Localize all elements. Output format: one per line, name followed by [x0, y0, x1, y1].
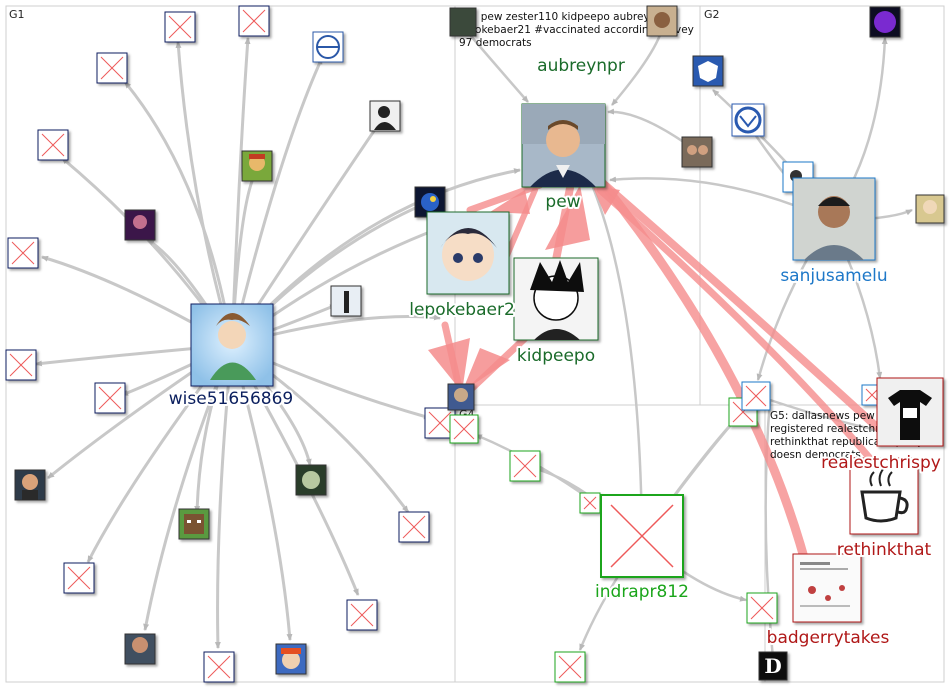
missing-image-node[interactable] — [509, 450, 541, 482]
missing-image-node[interactable] — [164, 11, 196, 43]
edges-other — [469, 34, 913, 659]
red-x-placeholder-icon — [242, 9, 266, 33]
red-x-placeholder-icon — [98, 386, 122, 410]
avatar-node-g3-small[interactable] — [447, 383, 475, 411]
red-x-placeholder-icon — [350, 603, 374, 627]
missing-image-node[interactable] — [238, 5, 270, 37]
red-x-placeholder-icon — [745, 385, 767, 407]
red-x-placeholder-icon — [168, 15, 192, 39]
group-desc-g5-line1: G5: dallasnews pew texas — [770, 410, 907, 422]
node-realestchrispy[interactable] — [876, 377, 944, 447]
coffee-cup-icon — [860, 490, 902, 523]
avatar-node-g3-top1[interactable] — [449, 7, 477, 37]
avatar-node-anime-hair[interactable] — [275, 643, 307, 675]
missing-image-node[interactable] — [554, 651, 586, 683]
label-lepokebaer: lepokebaer2 — [409, 300, 515, 320]
avatar-node-gothic-d[interactable]: D — [758, 651, 788, 681]
node-rethinkthat[interactable] — [849, 457, 919, 535]
gothic-d-icon: D — [764, 654, 781, 678]
group-desc-g3-line2: lepokebaer21 #vaccinated according surve… — [459, 24, 694, 36]
label-wise: wise51656869 — [169, 389, 293, 409]
red-arrowheads — [428, 185, 620, 392]
avatar-node-monster[interactable] — [295, 464, 327, 496]
missing-image-node[interactable] — [600, 494, 684, 578]
avatar-node-g2-blonde[interactable] — [915, 194, 945, 224]
label-realestchrispy: realestchrispy — [821, 453, 941, 473]
red-x-placeholder-icon — [402, 515, 426, 539]
group-desc-g3: G3: pew zester110 kidpeepo aubreynpr lep… — [459, 11, 694, 49]
avatar-node-shield[interactable] — [312, 31, 344, 63]
avatar-node-silhouette[interactable] — [369, 100, 401, 132]
edges-red — [441, 175, 884, 585]
missing-image-node[interactable] — [346, 599, 378, 631]
red-x-placeholder-icon — [67, 566, 91, 590]
red-x-placeholder-icon — [207, 655, 231, 679]
group-desc-g3-line3: 97 democrats — [459, 37, 532, 49]
red-x-placeholder-icon — [750, 596, 774, 620]
avatar-node-g3-men[interactable] — [681, 136, 713, 168]
red-x-placeholder-icon — [610, 504, 674, 568]
missing-image-node[interactable] — [741, 381, 771, 411]
missing-image-node[interactable] — [37, 129, 69, 161]
label-aubreynpr: aubreynpr — [537, 56, 625, 76]
avatar-node-minecraft[interactable] — [178, 508, 210, 540]
missing-image-node[interactable] — [5, 349, 37, 381]
node-wise[interactable] — [190, 303, 274, 387]
red-x-placeholder-icon — [100, 56, 124, 80]
red-x-placeholder-icon — [453, 418, 475, 440]
small-avatar-nodes: D — [14, 5, 945, 681]
node-badgerrytakes[interactable] — [792, 553, 862, 623]
avatar-node-g3-top2[interactable] — [646, 5, 678, 37]
label-rethinkthat: rethinkthat — [837, 540, 932, 560]
group-label-g1: G1 — [9, 8, 25, 21]
label-sanjusamelu: sanjusamelu — [780, 266, 887, 286]
label-pew: pew — [545, 192, 580, 212]
red-x-placeholder-icon — [428, 411, 452, 435]
node-kidpeepo[interactable] — [513, 257, 599, 341]
avatar-node-monument[interactable] — [330, 285, 362, 317]
avatar-node-g2-emblem[interactable] — [731, 103, 765, 137]
group-desc-g3-line1: G3: pew zester110 kidpeepo aubreynpr — [459, 11, 668, 23]
group-desc-g5-line2: registered realestchrispy — [770, 423, 901, 435]
avatar-node-man-beard[interactable] — [14, 469, 46, 501]
node-sanjusamelu[interactable] — [792, 177, 876, 261]
node-pew[interactable] — [521, 103, 606, 188]
avatar-node-man-dark[interactable] — [124, 633, 156, 665]
red-x-placeholder-icon — [865, 388, 879, 402]
avatar-node-purple[interactable] — [124, 209, 156, 241]
red-x-placeholder-icon — [9, 353, 33, 377]
missing-image-node[interactable] — [7, 237, 39, 269]
missing-image-node[interactable] — [579, 492, 601, 514]
label-indrapr812: indrapr812 — [595, 582, 689, 602]
missing-image-node[interactable] — [203, 651, 235, 683]
red-x-placeholder-icon — [558, 655, 582, 679]
avatar-node-cartoon-green[interactable] — [241, 150, 273, 182]
red-x-placeholder-icon — [513, 454, 537, 478]
avatar-node-g2-shield[interactable] — [692, 55, 724, 87]
label-badgerrytakes: badgerrytakes — [767, 628, 890, 648]
group-desc-g5-line4: doesn democrats — [770, 449, 861, 461]
red-x-placeholder-icon — [11, 241, 35, 265]
missing-image-node[interactable] — [746, 592, 778, 624]
group-label-g2: G2 — [704, 8, 720, 21]
red-x-placeholder-icon — [41, 133, 65, 157]
red-x-placeholder-icon — [583, 496, 597, 510]
missing-image-node[interactable] — [449, 414, 479, 444]
avatar-node-g2-purple[interactable] — [869, 6, 901, 38]
missing-image-node[interactable] — [63, 562, 95, 594]
label-kidpeepo: kidpeepo — [517, 346, 595, 366]
placeholder-nodes — [5, 5, 883, 683]
missing-image-node[interactable] — [398, 511, 430, 543]
node-lepokebaer[interactable] — [426, 211, 510, 295]
missing-image-node[interactable] — [94, 382, 126, 414]
missing-image-node[interactable] — [96, 52, 128, 84]
